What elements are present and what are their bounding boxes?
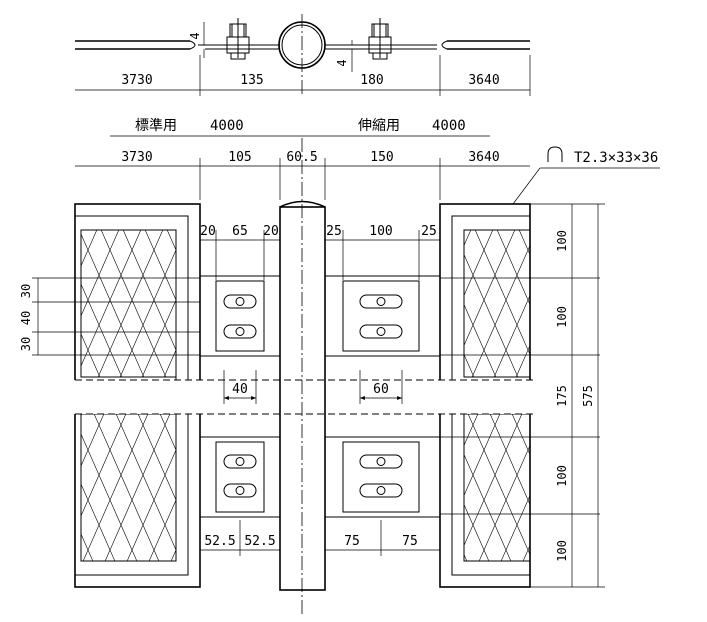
right-plate-width-edge-r: 25: [421, 224, 437, 239]
plan-dim-3640: 3640: [468, 150, 499, 165]
right-upper-bolt-slots: [359, 294, 403, 339]
vertical-dims: 100 100 175 100 100 575: [530, 203, 605, 588]
top-dim-3640: 3640: [468, 73, 499, 88]
right-bottom-dim-1: 75: [344, 534, 360, 549]
vdim-100-d: 100: [555, 540, 569, 562]
right-plate-dims: 25 100 25 60 75 75: [325, 224, 440, 556]
left-plate-width-edge-r: 20: [263, 224, 279, 239]
top-thickness-right: 4: [335, 59, 349, 66]
right-lower-bolt-slots: [359, 454, 403, 498]
plan-dim-105: 105: [228, 150, 251, 165]
right-plate-width-edge-l: 25: [326, 224, 342, 239]
vdim-100-c: 100: [555, 465, 569, 487]
top-dim-180: 180: [360, 73, 383, 88]
plan-dim-3730: 3730: [121, 150, 152, 165]
top-dim-3730: 3730: [121, 73, 152, 88]
left-bottom-dim-2: 52.5: [244, 534, 275, 549]
top-elevation-view: 4 4 3730 135 180 3640: [75, 14, 531, 96]
right-plate-width-mid: 100: [369, 224, 392, 239]
standard-span-label: 標準用: [135, 118, 177, 134]
channel-section-icon: [547, 146, 563, 162]
left-plate-dims: 20 65 20 30 40 30 40 52.5 52.5: [19, 224, 280, 556]
left-bottom-dim-1: 52.5: [204, 534, 235, 549]
left-hole-pitch-2: 40: [19, 311, 33, 325]
total-height: 575: [581, 385, 595, 407]
left-plate-width-mid: 65: [232, 224, 248, 239]
left-lower-bolt-slots: [223, 454, 257, 498]
right-bottom-dim-2: 75: [402, 534, 418, 549]
plan-view: [32, 138, 600, 615]
plan-dim-60-5: 60.5: [286, 150, 317, 165]
standard-span-value: 4000: [210, 118, 244, 134]
left-upper-bolt-slots: [223, 294, 257, 339]
top-dim-135: 135: [240, 73, 263, 88]
vdim-100-b: 100: [555, 306, 569, 328]
vdim-175: 175: [555, 385, 569, 407]
left-plate-width-edge-l: 20: [200, 224, 216, 239]
expansion-span-value: 4000: [432, 118, 466, 134]
left-hole-pitch-3: 30: [19, 337, 33, 351]
left-hole-pitch-1: 30: [19, 284, 33, 298]
plan-dim-150: 150: [370, 150, 393, 165]
plan-dimension-row: 3730 105 60.5 150 3640 T2.3×33×36: [75, 146, 660, 205]
span-header: 標準用 4000 伸縮用 4000: [110, 118, 490, 137]
expansion-span-label: 伸縮用: [358, 118, 400, 134]
right-slot-dim: 60: [373, 382, 389, 397]
top-thickness-left: 4: [188, 32, 202, 39]
vdim-100-a: 100: [555, 230, 569, 252]
left-slot-dim: 40: [232, 382, 248, 397]
material-spec: T2.3×33×36: [574, 150, 658, 166]
